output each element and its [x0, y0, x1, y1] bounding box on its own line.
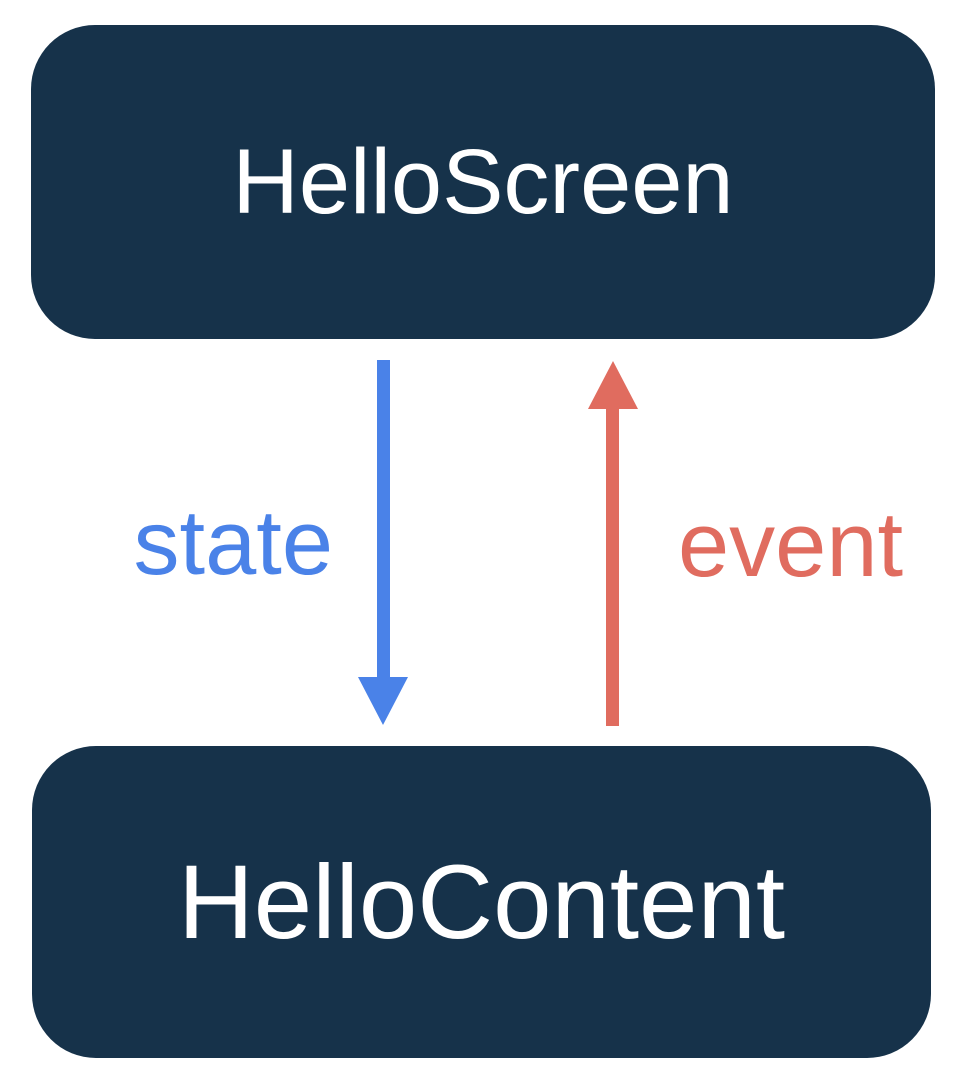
- node-hello-content-label: HelloContent: [177, 843, 786, 961]
- node-hello-screen: HelloScreen: [31, 25, 935, 339]
- event-arrowhead-up: [588, 361, 638, 409]
- node-hello-content: HelloContent: [32, 746, 931, 1058]
- node-hello-screen-label: HelloScreen: [232, 131, 734, 233]
- event-arrow-shaft: [606, 402, 619, 726]
- state-arrowhead-down: [358, 677, 408, 725]
- state-edge-label: state: [133, 492, 333, 594]
- event-edge-label: event: [678, 494, 904, 596]
- state-arrow-shaft: [377, 360, 390, 685]
